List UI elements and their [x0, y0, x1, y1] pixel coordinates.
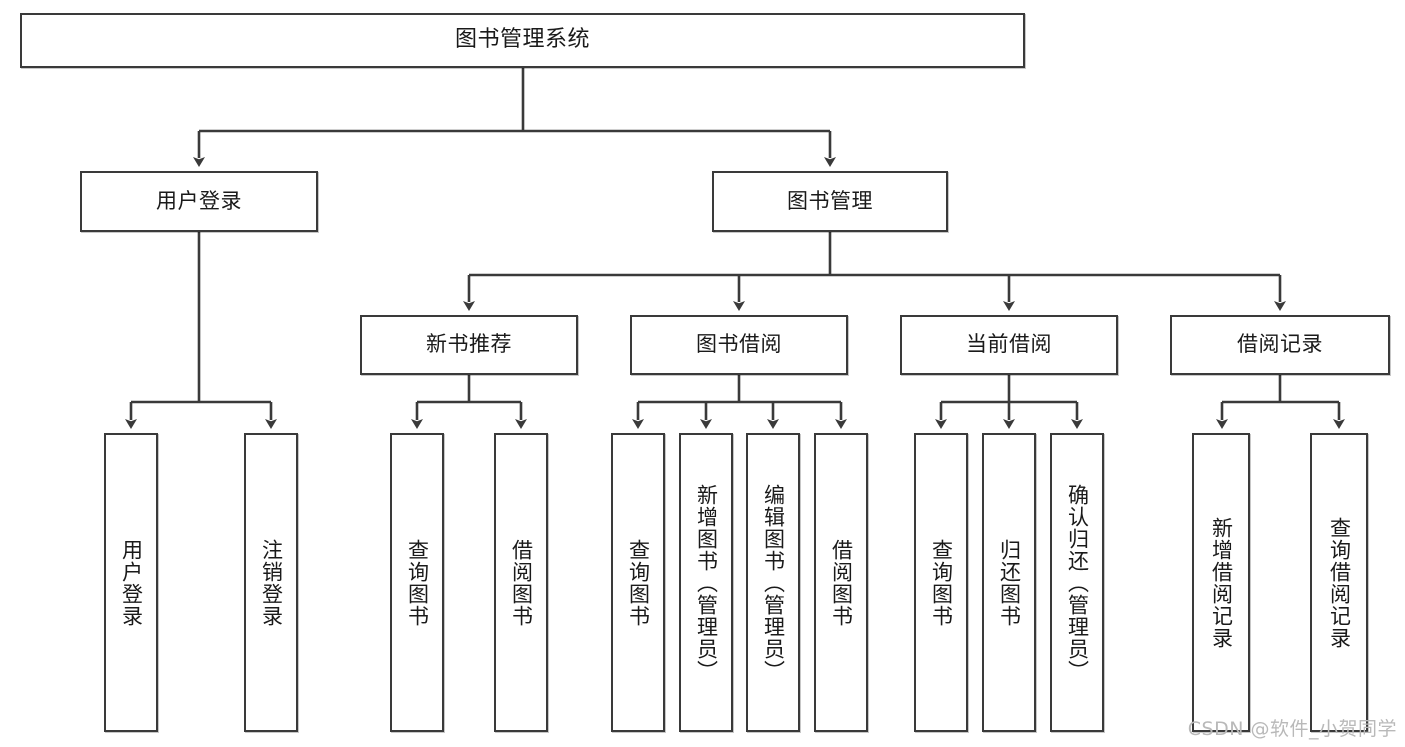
node-label: 查询图书 [626, 538, 651, 627]
node-borrow-record[interactable]: 借阅记录 [1170, 315, 1390, 375]
node-label: 查询图书 [929, 538, 954, 627]
leaf-book-borrow-add[interactable]: 新增图书（管理员） [679, 433, 733, 732]
leaf-borrow-record-add[interactable]: 新增借阅记录 [1192, 433, 1250, 732]
node-label: 新书推荐 [426, 332, 512, 357]
node-label: 用户登录 [119, 538, 144, 627]
leaf-current-borrow-confirm-return[interactable]: 确认归还（管理员） [1050, 433, 1104, 732]
leaf-borrow-record-query[interactable]: 查询借阅记录 [1310, 433, 1368, 732]
node-label: 图书管理 [787, 188, 873, 213]
watermark-text: CSDN @软件_小贺同学 [1187, 718, 1397, 740]
node-label: 归还图书 [997, 538, 1022, 627]
node-label: 图书借阅 [696, 332, 782, 357]
leaf-current-borrow-query[interactable]: 查询图书 [914, 433, 968, 732]
node-label: 注销登录 [259, 538, 284, 627]
node-label: 确认归还（管理员） [1065, 483, 1090, 682]
node-label: 借阅图书 [829, 538, 854, 627]
node-label: 借阅图书 [509, 538, 534, 627]
leaf-current-borrow-return[interactable]: 归还图书 [982, 433, 1036, 732]
leaf-book-borrow-query[interactable]: 查询图书 [611, 433, 665, 732]
node-new-book-recommend[interactable]: 新书推荐 [360, 315, 578, 375]
leaf-new-book-query[interactable]: 查询图书 [390, 433, 444, 732]
node-label: 当前借阅 [966, 332, 1052, 357]
node-label: 图书管理系统 [454, 27, 590, 53]
node-root-system[interactable]: 图书管理系统 [20, 13, 1025, 68]
node-label: 新增图书（管理员） [694, 483, 719, 682]
node-label: 查询图书 [405, 538, 430, 627]
node-label: 新增借阅记录 [1209, 516, 1234, 649]
node-book-management[interactable]: 图书管理 [712, 171, 948, 232]
node-label: 用户登录 [156, 188, 242, 213]
leaf-new-book-borrow[interactable]: 借阅图书 [494, 433, 548, 732]
node-user-login[interactable]: 用户登录 [80, 171, 318, 232]
node-label: 编辑图书（管理员） [761, 483, 786, 682]
node-label: 借阅记录 [1237, 332, 1323, 357]
node-book-borrow[interactable]: 图书借阅 [630, 315, 848, 375]
leaf-book-borrow-borrow[interactable]: 借阅图书 [814, 433, 868, 732]
node-current-borrow[interactable]: 当前借阅 [900, 315, 1118, 375]
leaf-book-borrow-edit[interactable]: 编辑图书（管理员） [746, 433, 800, 732]
leaf-user-login-login[interactable]: 用户登录 [104, 433, 158, 732]
leaf-user-login-logout[interactable]: 注销登录 [244, 433, 298, 732]
node-label: 查询借阅记录 [1327, 516, 1352, 649]
